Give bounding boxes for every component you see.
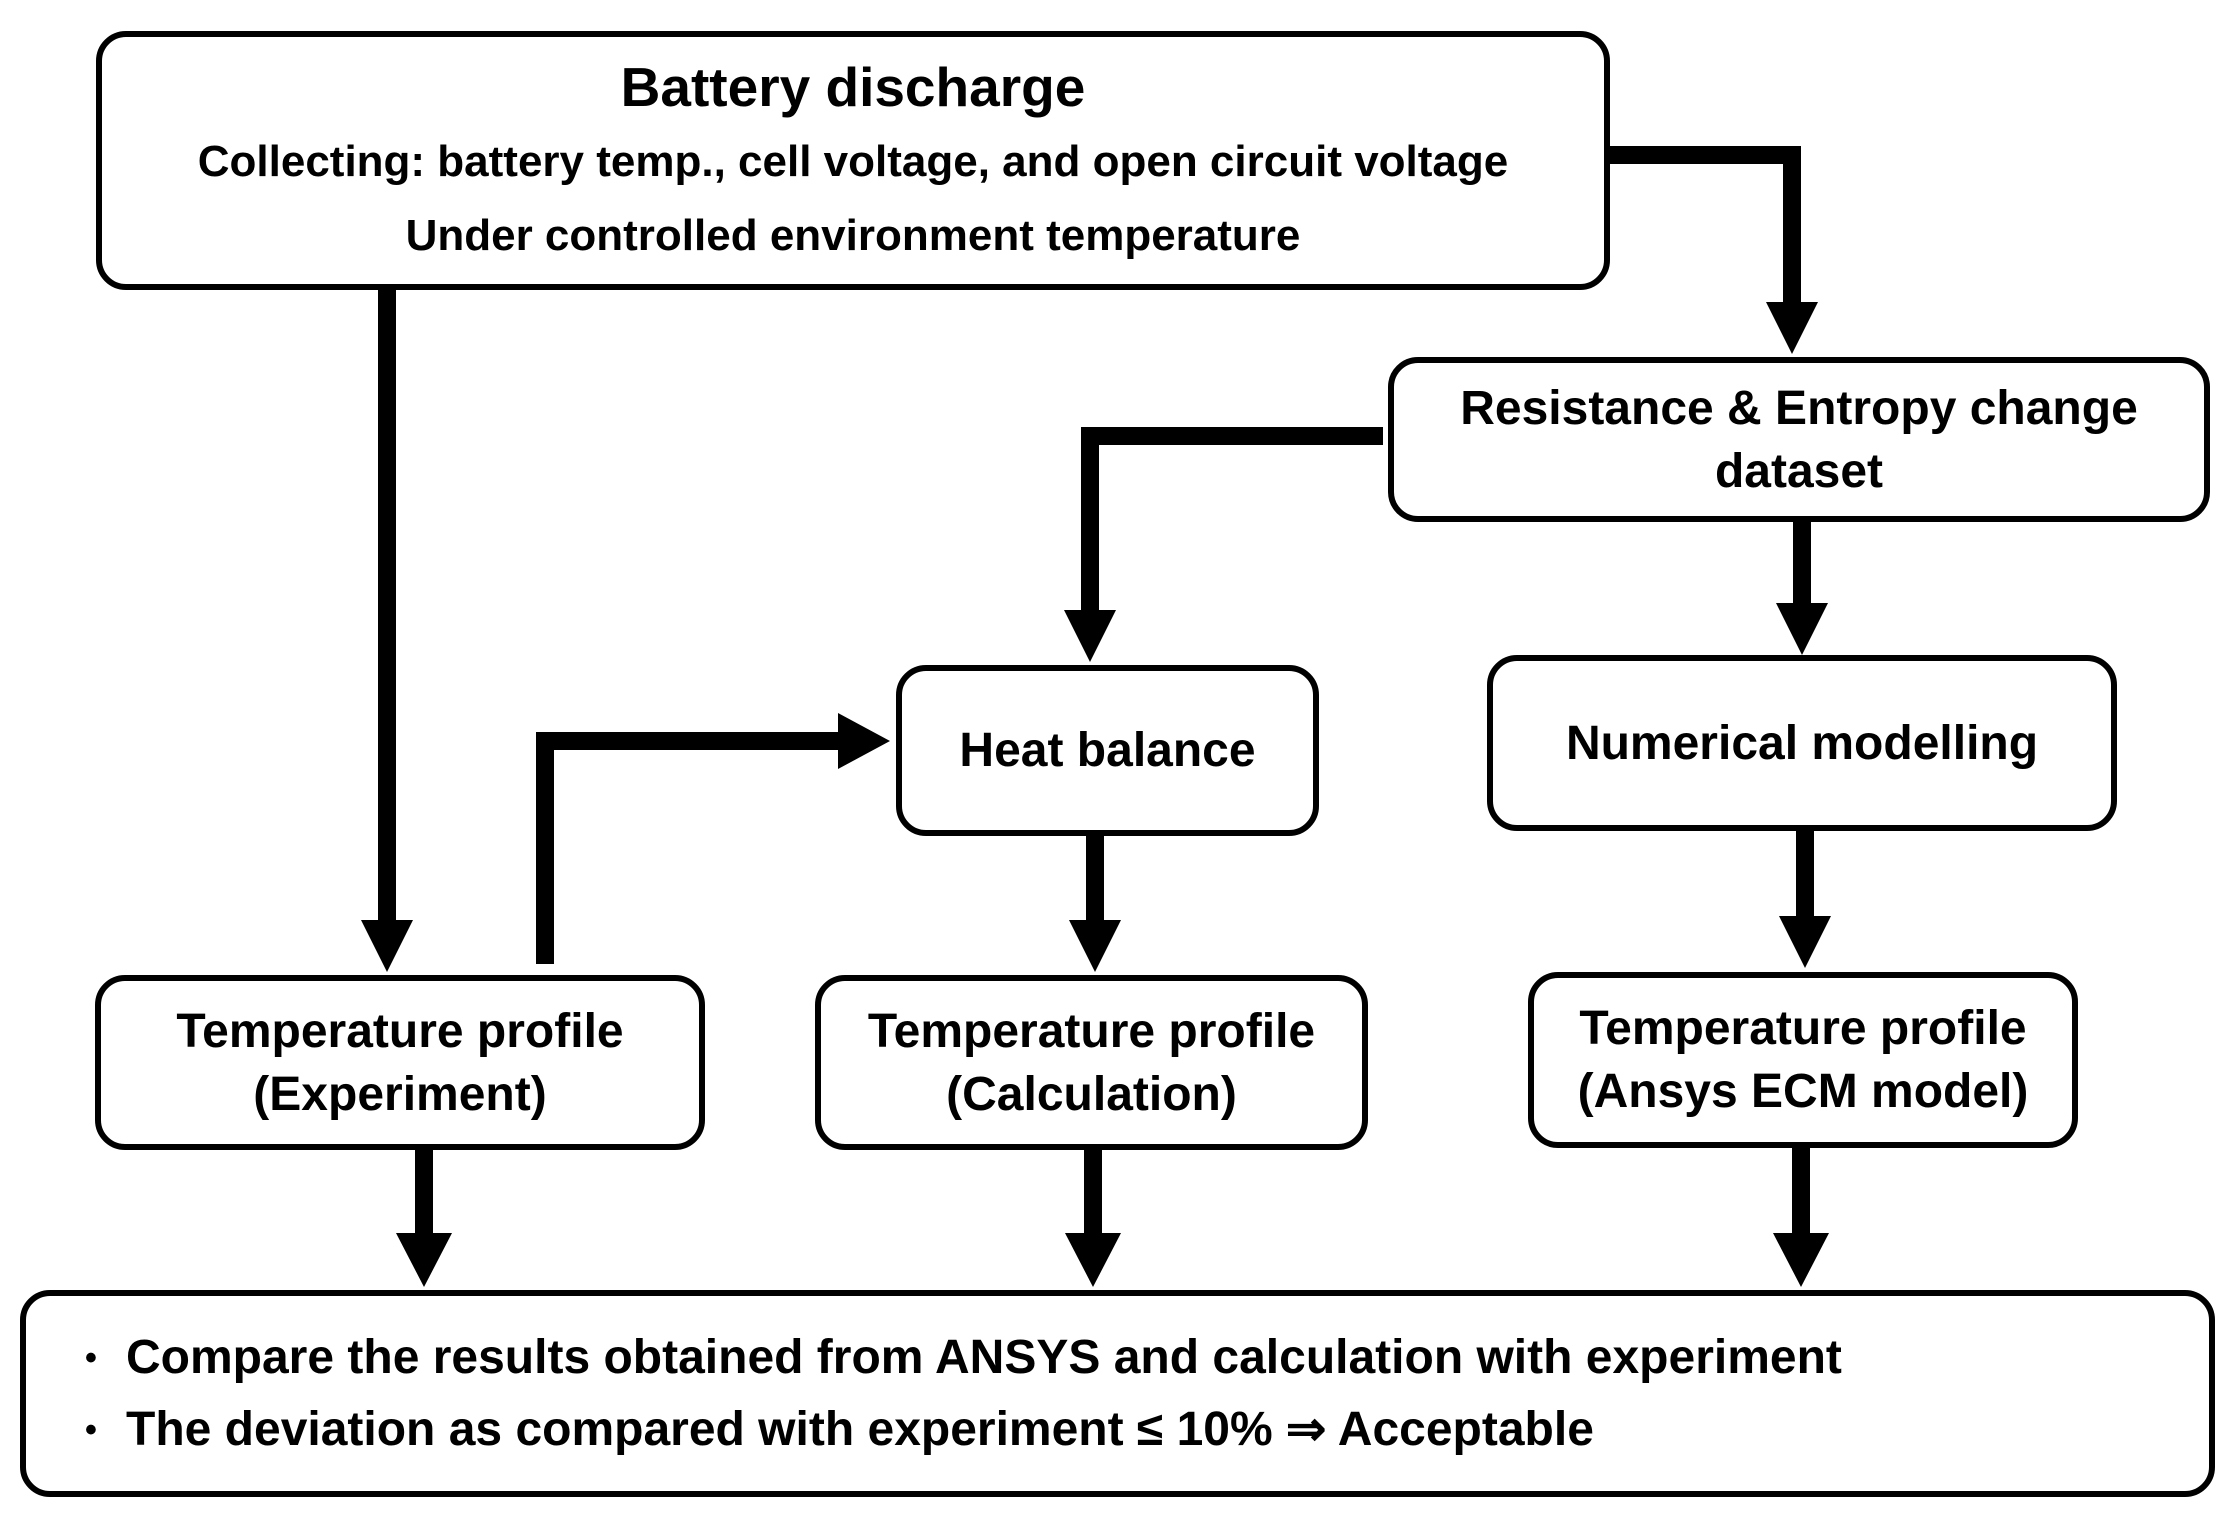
arrow-temp-ansys-to-compare [1773, 1148, 1829, 1287]
temperature-profile-calculation-line1: Temperature profile [867, 1004, 1316, 1058]
numerical-modelling-label: Numerical modelling [1565, 716, 2039, 770]
temperature-profile-ansys-line1: Temperature profile [1579, 1002, 2027, 1055]
resistance-entropy-label-line1: Resistance & Entropy change [1460, 381, 2138, 435]
arrow-resistance-to-heat-balance [1064, 427, 1383, 662]
resistance-entropy-box: Resistance & Entropy change dataset [1388, 357, 2210, 522]
arrow-resistance-to-numerical [1776, 522, 1828, 655]
bullet-icon: • [85, 1410, 97, 1449]
arrow-temp-experiment-to-heat-balance [536, 713, 890, 964]
comparison-bullet-text-2: The deviation as compared with experimen… [126, 1402, 1594, 1456]
resistance-entropy-label-line2: dataset [1714, 444, 1884, 498]
bullet-icon: • [85, 1338, 97, 1377]
temperature-profile-ansys-box: Temperature profile (Ansys ECM model) [1528, 972, 2078, 1148]
arrow-temp-calculation-to-compare [1065, 1150, 1121, 1287]
temperature-profile-calculation-box: Temperature profile (Calculation) [815, 975, 1368, 1150]
comparison-bullet-item: • The deviation as compared with experim… [56, 1394, 1594, 1466]
comparison-bullet-text-1: Compare the results obtained from ANSYS … [126, 1330, 1842, 1384]
heat-balance-box: Heat balance [896, 665, 1319, 836]
heat-balance-label: Heat balance [959, 724, 1256, 777]
arrow-heat-balance-to-temp-calculation [1069, 836, 1121, 972]
arrow-temp-experiment-to-compare [396, 1150, 452, 1287]
temperature-profile-experiment-line2: (Experiment) [253, 1067, 547, 1121]
comparison-box: • Compare the results obtained from ANSY… [20, 1290, 2215, 1497]
battery-discharge-title: Battery discharge [620, 55, 1086, 118]
temperature-profile-ansys-line2: (Ansys ECM model) [1577, 1065, 2029, 1118]
battery-discharge-collecting-text: Collecting: battery temp., cell voltage,… [197, 136, 1509, 186]
arrow-numerical-to-temp-ansys [1779, 831, 1831, 968]
temperature-profile-experiment-line1: Temperature profile [176, 1004, 624, 1058]
temperature-profile-calculation-line2: (Calculation) [946, 1067, 1237, 1121]
temperature-profile-experiment-box: Temperature profile (Experiment) [95, 975, 705, 1150]
numerical-modelling-box: Numerical modelling [1487, 655, 2117, 831]
battery-discharge-box: Battery discharge Collecting: battery te… [96, 31, 1610, 290]
arrow-battery-to-temp-experiment [361, 290, 413, 972]
comparison-bullet-item: • Compare the results obtained from ANSY… [56, 1322, 1842, 1394]
battery-discharge-environment-text: Under controlled environment temperature [405, 210, 1301, 260]
arrow-battery-to-resistance [1610, 146, 1818, 354]
